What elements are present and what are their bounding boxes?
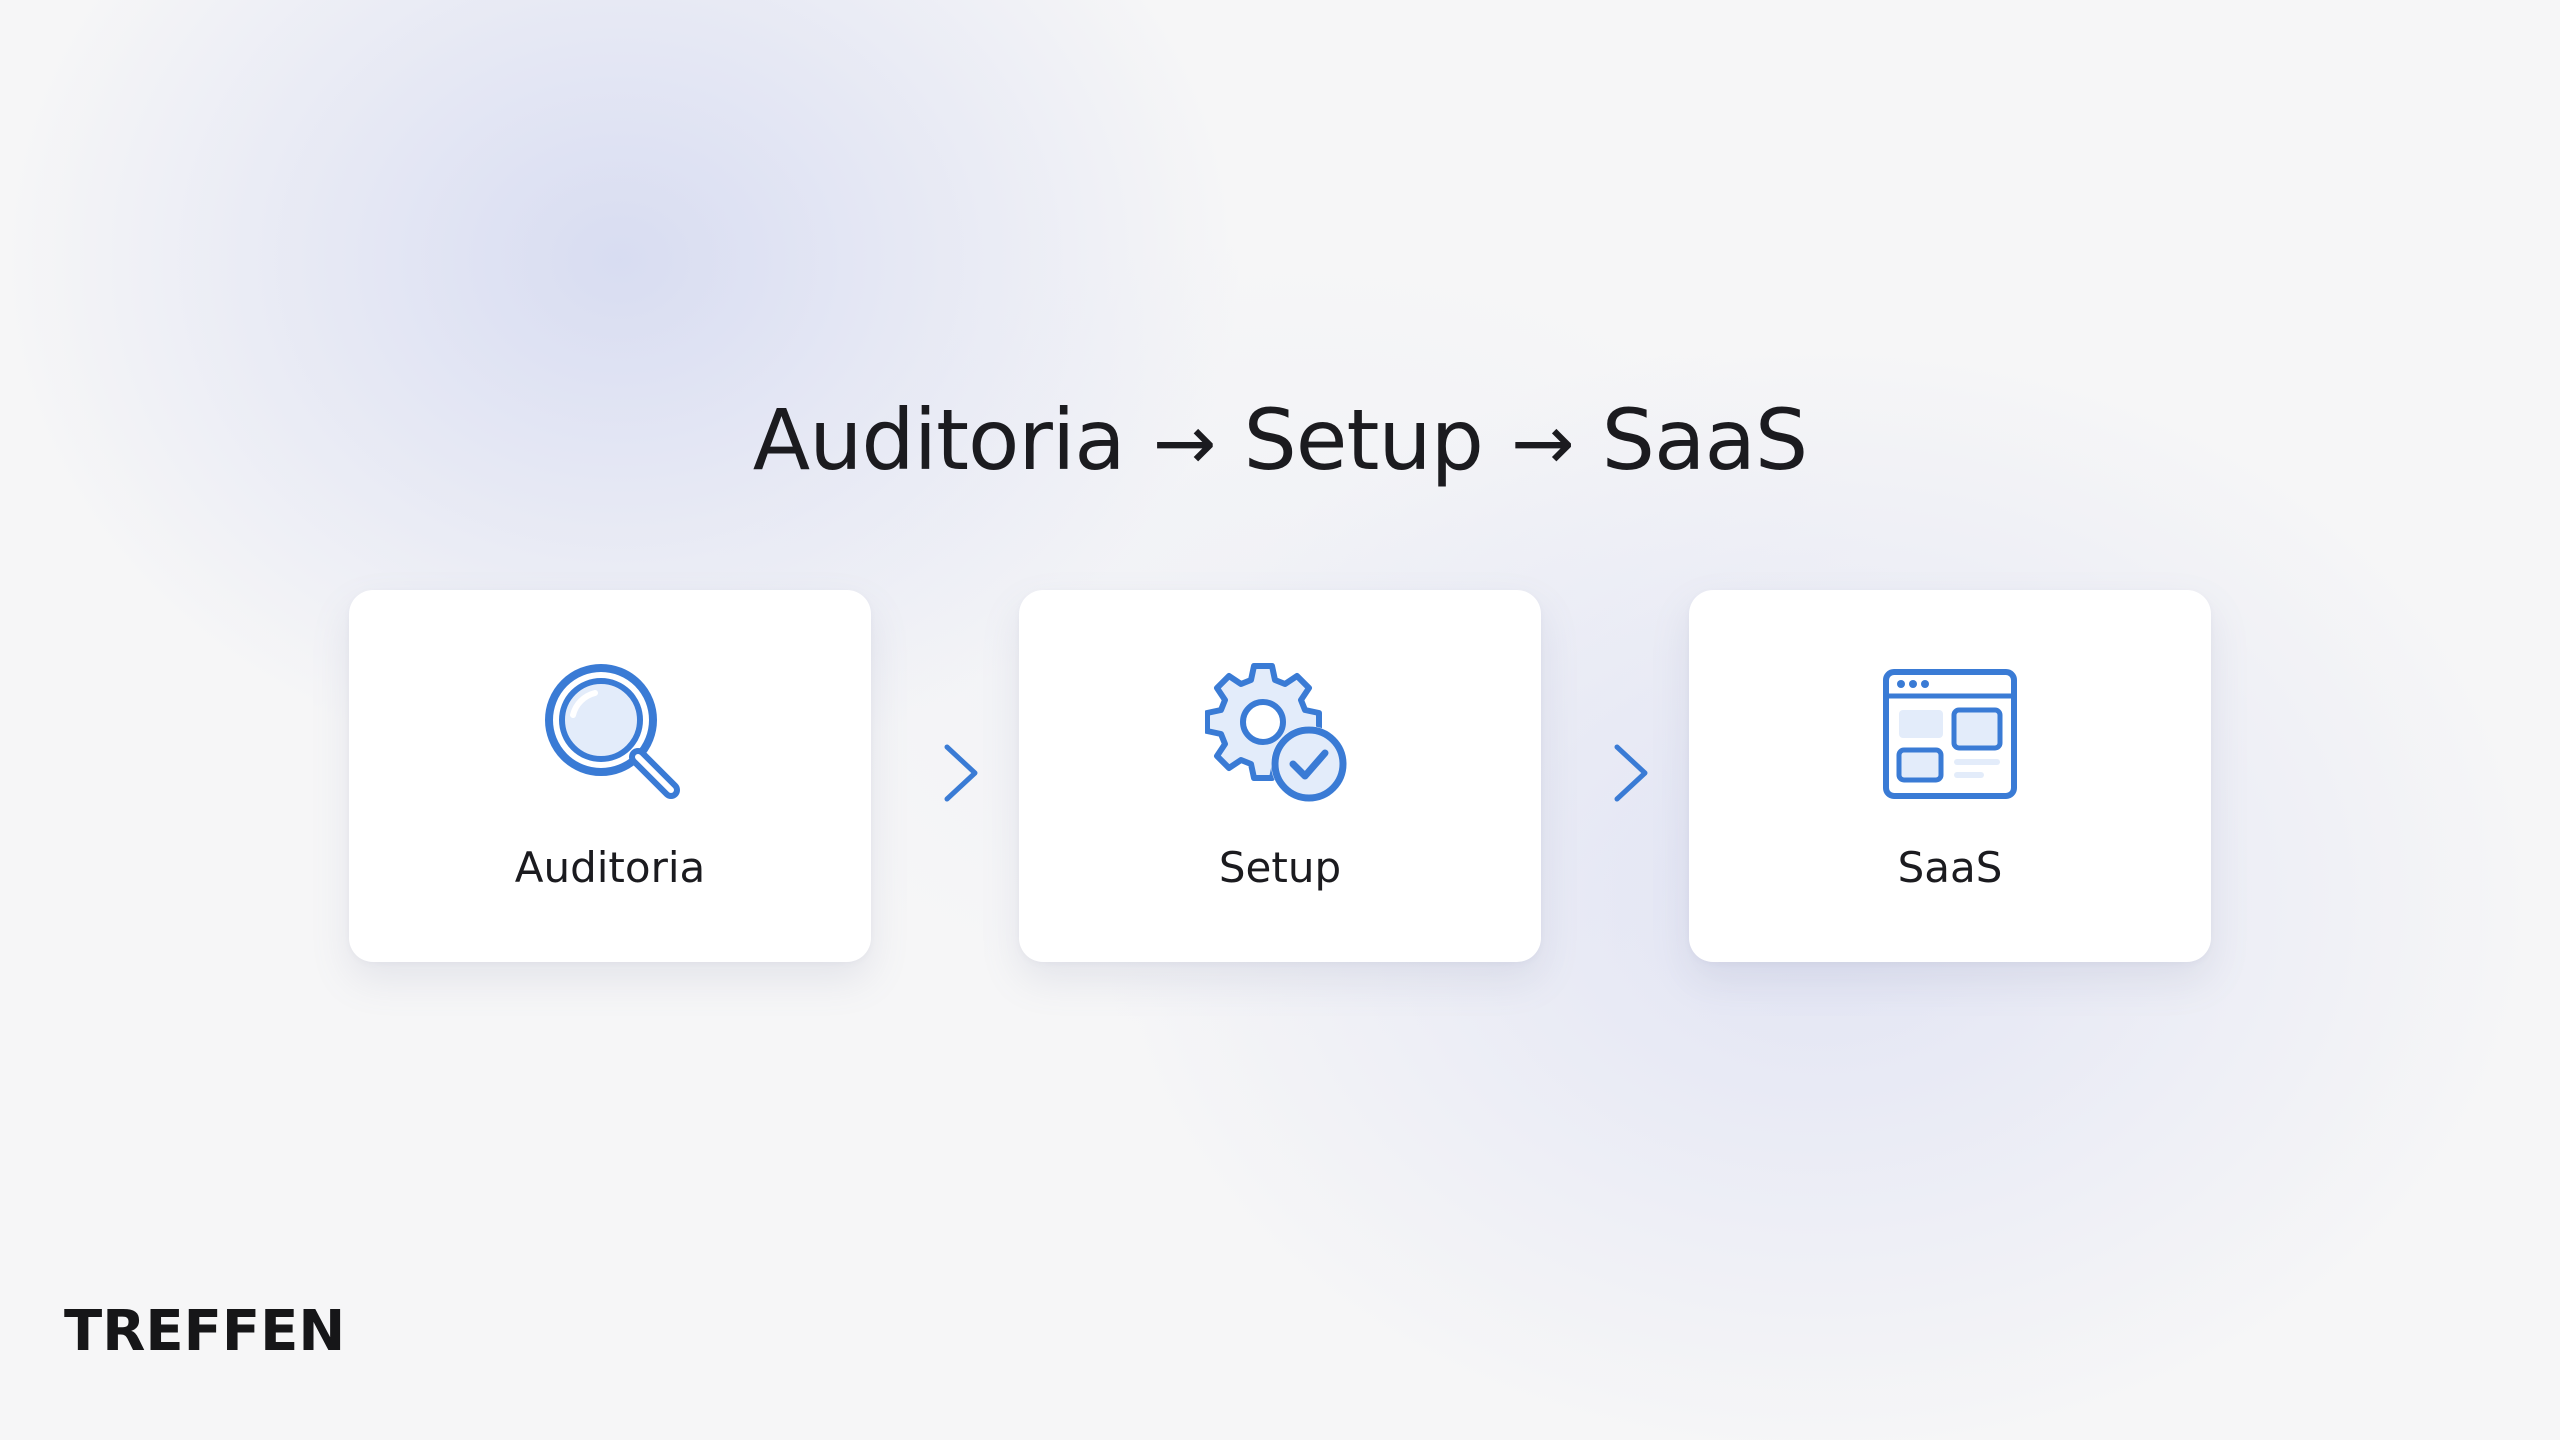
card-label-setup: Setup (1218, 843, 1342, 892)
title-step-setup: Setup (1243, 391, 1483, 489)
card-saas: SaaS (1689, 590, 2211, 962)
title-arrow-1: → (1152, 398, 1217, 487)
arrow-right-icon (1541, 744, 1648, 802)
card-auditoria: Auditoria (349, 590, 871, 962)
brand-logo: TREFFEN (64, 1299, 346, 1364)
arrow-right-icon (871, 744, 978, 802)
card-setup: Setup (1019, 590, 1541, 962)
title-arrow-2: → (1510, 398, 1575, 487)
magnifier-icon (545, 664, 680, 799)
browser-dashboard-icon (1883, 669, 2017, 799)
card-label-saas: SaaS (1897, 843, 2003, 892)
gear-check-icon (1205, 663, 1347, 802)
title-step-auditoria: Auditoria (752, 391, 1126, 489)
page-title: Auditoria → Setup → SaaS (0, 385, 2560, 498)
title-step-saas: SaaS (1601, 391, 1809, 489)
card-label-auditoria: Auditoria (514, 843, 706, 892)
